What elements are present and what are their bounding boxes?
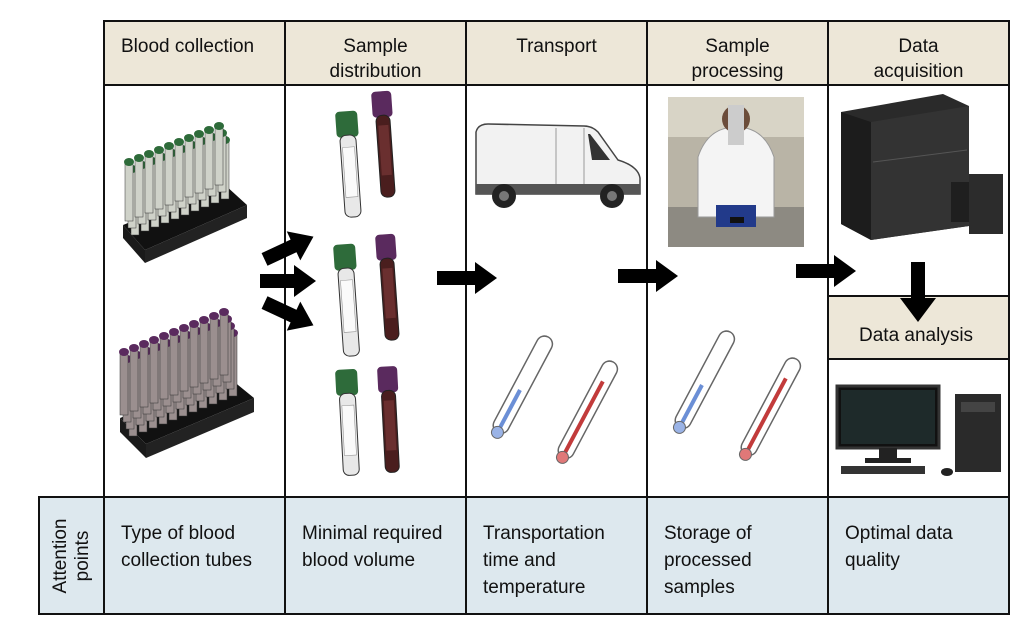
blood-tube-rack-green-icon — [123, 122, 247, 263]
attention-line: Optimal data — [845, 523, 953, 544]
tube-icon — [335, 110, 362, 218]
header-blood-collection: Blood collection — [103, 20, 286, 86]
attention-line: Storage of — [664, 523, 752, 544]
attention-line: processed — [664, 550, 752, 571]
header-sample-distribution: Sample distribution — [284, 20, 467, 86]
thermometer-icon — [672, 330, 736, 434]
attention-sample-processing: Storage of processed samples — [646, 496, 829, 615]
thermometer-icon — [738, 357, 802, 461]
header-line: processing — [691, 61, 784, 82]
arrow-icon — [618, 260, 678, 292]
header-line: distribution — [329, 61, 422, 82]
attention-label-line: Attention — [49, 518, 71, 593]
arrow-icon — [260, 265, 316, 297]
attention-line: Transportation — [483, 523, 605, 544]
panel-sample-distribution — [284, 84, 467, 498]
attention-label-line: points — [71, 530, 93, 581]
header-line: Blood collection — [121, 36, 255, 57]
arrow-icon — [437, 262, 497, 294]
attention-line: temperature — [483, 577, 586, 598]
attention-blood-collection: Type of blood collection tubes — [103, 496, 286, 615]
distribution-tubes — [333, 90, 400, 476]
header-line: acquisition — [873, 61, 964, 82]
arrow-icon — [261, 296, 314, 331]
header-transport: Transport — [465, 20, 648, 86]
thermometer-icon — [555, 360, 619, 464]
attention-line: time and — [483, 550, 556, 571]
attention-line: blood volume — [302, 550, 416, 571]
attention-transport: Transportation time and temperature — [465, 496, 648, 615]
thermometer-icon — [490, 335, 554, 439]
lab-technician-icon — [668, 97, 804, 247]
header-line: Sample — [705, 36, 770, 57]
arrow-icon — [900, 262, 936, 322]
arrow-icon — [796, 255, 856, 287]
attention-line: collection tubes — [121, 550, 252, 571]
attention-data-acquisition: Optimal data quality — [827, 496, 1010, 615]
attention-line: Type of blood — [121, 523, 236, 544]
arrow-icon — [261, 231, 314, 266]
tube-icon — [333, 243, 360, 357]
attention-row-label: Attention points — [38, 496, 105, 615]
attention-line: Minimal required — [302, 523, 443, 544]
computer-icon — [835, 384, 1001, 476]
header-line: Data — [898, 36, 939, 57]
attention-line: samples — [664, 577, 735, 598]
tube-icon — [335, 369, 360, 476]
tube-icon — [375, 233, 400, 341]
attention-line: quality — [845, 550, 900, 571]
header-line: Data analysis — [859, 325, 974, 346]
header-line: Sample — [343, 36, 408, 57]
van-icon — [475, 123, 641, 208]
header-line: Transport — [516, 36, 597, 57]
attention-sample-distribution: Minimal required blood volume — [284, 496, 467, 615]
tube-icon — [371, 90, 396, 198]
header-sample-processing: Sample processing — [646, 20, 829, 86]
tube-icon — [377, 366, 400, 473]
blood-tube-rack-purple-icon — [119, 308, 254, 458]
flow-cytometer-icon — [841, 94, 1003, 240]
header-data-acquisition: Data acquisition — [827, 20, 1010, 86]
